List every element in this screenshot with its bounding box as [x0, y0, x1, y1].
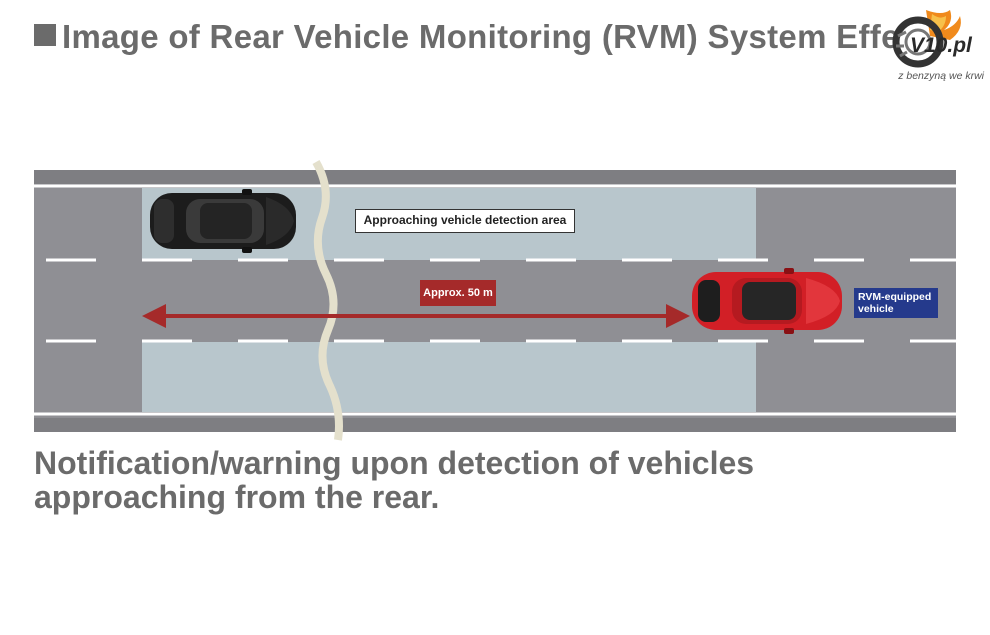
page-title: Image of Rear Vehicle Monitoring (RVM) S… [34, 18, 904, 56]
title-text: Image of Rear Vehicle Monitoring (RVM) S… [62, 18, 900, 55]
caption: Notification/warning upon detection of v… [34, 446, 934, 514]
detection-area-lower [142, 342, 756, 412]
road-top-edge [34, 170, 956, 184]
distance-arrow [142, 304, 690, 328]
caption-line-2: approaching from the rear. [34, 479, 440, 515]
tire-flame-icon [892, 10, 961, 68]
title-square-bullet [34, 24, 56, 46]
road-bottom-edge [34, 418, 956, 432]
detection-area-label: Approaching vehicle detection area [355, 209, 575, 233]
logo-tagline: z benzyną we krwi [898, 70, 984, 82]
distance-break-line [312, 160, 343, 441]
caption-line-1: Notification/warning upon detection of v… [34, 445, 755, 481]
distance-label: Approx. 50 m [420, 280, 496, 306]
rvm-equipped-car [692, 268, 842, 334]
approaching-car [150, 189, 296, 253]
rvm-vehicle-label: RVM-equipped vehicle [854, 288, 938, 318]
logo-brand: V10.pl [910, 34, 972, 57]
site-logo: V10.pl z benzyną we krwi [880, 6, 984, 86]
